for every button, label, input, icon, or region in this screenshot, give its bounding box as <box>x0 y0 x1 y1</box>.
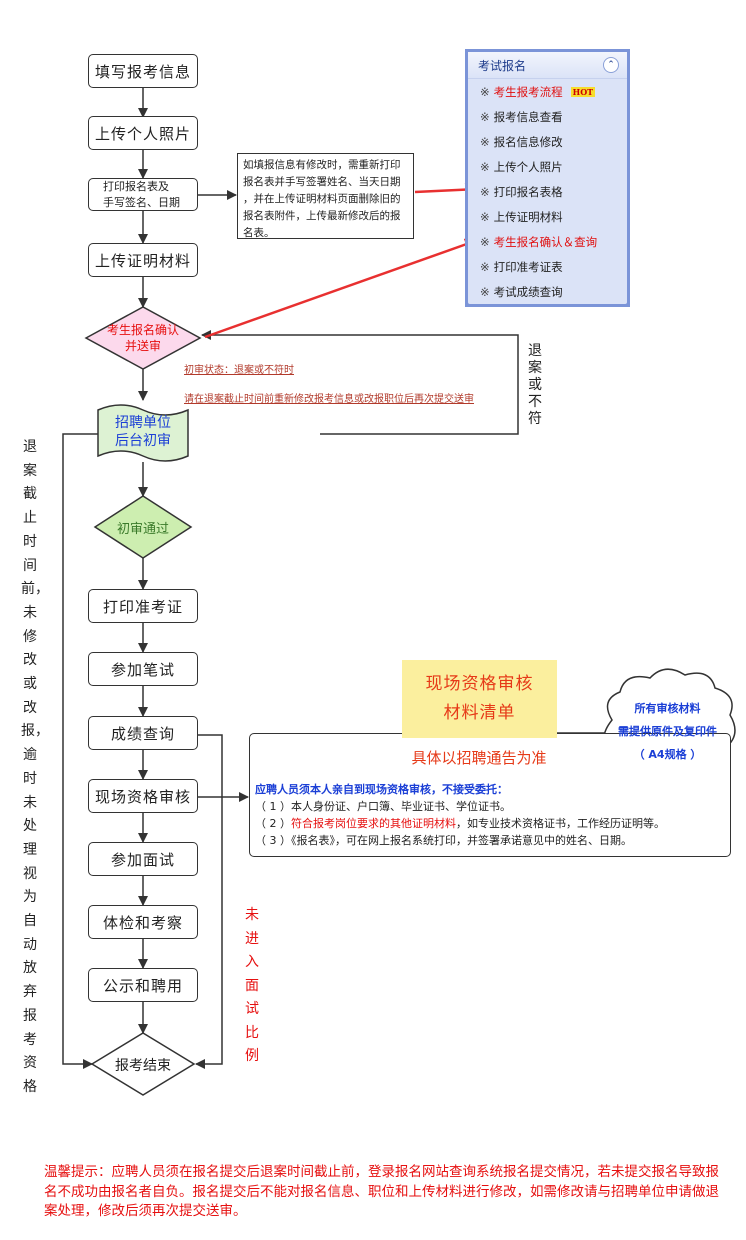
bullet-icon: ※ <box>480 284 490 299</box>
return-label: 退案或不符 <box>528 343 542 427</box>
step-label: 成绩查询 <box>110 724 175 743</box>
item-label: 考生报考流程 <box>493 84 563 99</box>
item-suffix: ，如专业技术资格证书，工作经历证明等。 <box>456 817 665 830</box>
step-interview: 参加面试 <box>88 842 198 876</box>
bullet-icon: ※ <box>480 259 490 274</box>
bullet-icon: ※ <box>480 184 490 199</box>
step-label: 参加笔试 <box>110 660 175 679</box>
cloud-line: 所有审核材料 <box>634 702 701 715</box>
panel-title: 考试报名 <box>478 58 527 73</box>
item-label: 上传证明材料 <box>493 209 563 224</box>
panel-item-view-info[interactable]: ※报考信息查看 <box>468 104 627 129</box>
title-line: 现场资格审核 <box>425 674 534 694</box>
title-line: 材料清单 <box>443 703 516 723</box>
item-label: 打印准考证表 <box>493 259 563 274</box>
bullet-icon: ※ <box>480 159 490 174</box>
step-upload-proof: 上传证明材料 <box>88 243 198 277</box>
step-label: 现场资格审核 <box>94 787 191 806</box>
panel-item-upload-proof[interactable]: ※上传证明材料 <box>468 204 627 229</box>
cloud-line: 需提供原件及复印件 <box>618 725 717 738</box>
step-print-form: 打印报名表及 手写签名、日期 <box>88 178 198 211</box>
item-label: 打印报名表格 <box>493 184 563 199</box>
step-label: 填写报考信息 <box>94 62 191 81</box>
step-publicize-hire: 公示和聘用 <box>88 968 198 1002</box>
item-label: 报考信息查看 <box>493 109 563 124</box>
note-line: 报名表并手写签署姓名、当天日期 <box>243 176 401 188</box>
resubmit-note: 请在退案截止时间前重新修改报考信息或改报职位后再次提交送审 <box>184 394 474 405</box>
review-passed-label: 初审通过 <box>116 522 169 537</box>
print-note: 如填报信息有修改时，需重新打印 报名表并手写签署姓名、当天日期 ，并在上传证明材… <box>237 153 414 239</box>
item-label: 报名信息修改 <box>493 134 563 149</box>
note-line: ，并在上传证明材料页面删除旧的 <box>243 193 401 205</box>
materials-subtitle: 具体以招聘通告为准 <box>411 749 547 767</box>
label-line: 后台初审 <box>115 433 171 449</box>
step-label: 体检和考察 <box>102 913 183 932</box>
step-upload-photo: 上传个人照片 <box>88 116 198 150</box>
materials-intro: 应聘人员须本人亲自到现场资格审核，不接受委托： <box>255 783 508 796</box>
materials-item-3: （ 3 ）《报名表》，可在网上报名系统打印，并签署承诺意见中的姓名、日期。 <box>255 834 632 847</box>
item-label: 上传个人照片 <box>493 159 563 174</box>
materials-item-2: （ 2 ）符合报考岗位要求的其他证明材料，如专业技术资格证书，工作经历证明等。 <box>250 815 730 832</box>
item-prefix: （ 2 ） <box>255 817 291 830</box>
materials-detail-box: 应聘人员须本人亲自到现场资格审核，不接受委托： （ 1 ）本人身份证、户口簿、毕… <box>249 733 731 857</box>
end-label: 报考结束 <box>115 1058 171 1074</box>
label-line: 考生报名确认 <box>106 323 179 337</box>
bullet-icon: ※ <box>480 84 490 99</box>
panel-item-print-form[interactable]: ※打印报名表格 <box>468 179 627 204</box>
step-label: 上传证明材料 <box>94 251 191 270</box>
collapse-icon[interactable]: ⌃ <box>603 57 619 73</box>
panel-header: 考试报名 ⌃ <box>468 52 627 79</box>
step-print-admission: 打印准考证 <box>88 589 198 623</box>
no-interview-label: 未进入面试比例 <box>245 907 259 1064</box>
step-label-line: 打印报名表及 <box>103 179 169 193</box>
bullet-icon: ※ <box>480 134 490 149</box>
left-loop-label: 退案截止时间前，未修改或改报，逾时未处理视为自动放弃报考资格 <box>21 439 49 1095</box>
bullet-icon: ※ <box>480 109 490 124</box>
materials-item-1: （ 1 ）本人身份证、户口簿、毕业证书、学位证书。 <box>255 800 511 813</box>
note-line: 如填报信息有修改时，需重新打印 <box>243 159 401 171</box>
warm-tip: 温馨提示：应聘人员须在报名提交后退案时间截止前，登录报名网站查询系统报名提交情况… <box>44 1164 719 1219</box>
step-fill-info: 填写报考信息 <box>88 54 198 88</box>
materials-title-note: 现场资格审核 材料清单 <box>402 660 557 738</box>
step-onsite-review: 现场资格审核 <box>88 779 198 813</box>
panel-item-upload-photo[interactable]: ※上传个人照片 <box>468 154 627 179</box>
item-label: 考试成绩查询 <box>493 284 563 299</box>
panel-item-confirm-query[interactable]: ※考生报名确认＆查询 <box>468 229 627 254</box>
step-label-line: 手写签名、日期 <box>103 195 180 209</box>
hot-badge: HOT <box>570 86 596 97</box>
panel-item-edit-info[interactable]: ※报名信息修改 <box>468 129 627 154</box>
confirm-submit-label: 考生报名确认 并送审 <box>86 322 200 354</box>
step-score-query: 成绩查询 <box>88 716 198 750</box>
bullet-icon: ※ <box>480 234 490 249</box>
bullet-icon: ※ <box>480 209 490 224</box>
label-line: 招聘单位 <box>115 415 171 431</box>
step-physical-exam: 体检和考察 <box>88 905 198 939</box>
item-highlight: 符合报考岗位要求的其他证明材料 <box>291 817 456 830</box>
panel-item-score-query[interactable]: ※考试成绩查询 <box>468 279 627 304</box>
step-label: 公示和聘用 <box>102 976 183 995</box>
panel-item-flow[interactable]: ※考生报考流程 HOT <box>468 79 627 104</box>
cloud-line: （ A4规格 ） <box>633 748 702 761</box>
step-written-exam: 参加笔试 <box>88 652 198 686</box>
step-label: 参加面试 <box>110 850 175 869</box>
cloud-note: 所有审核材料 需提供原件及复印件 （ A4规格 ） <box>600 697 735 766</box>
initial-review-label: 招聘单位 后台初审 <box>98 414 188 450</box>
note-line: 名表。 <box>243 227 275 239</box>
step-label: 上传个人照片 <box>94 124 191 143</box>
panel-item-print-admission[interactable]: ※打印准考证表 <box>468 254 627 279</box>
note-line: 报名表附件，上传最新修改后的报 <box>243 210 401 222</box>
item-label: 考生报名确认＆查询 <box>493 234 598 249</box>
label-line: 并送审 <box>124 339 161 353</box>
review-status-note: 初审状态：退案或不符时 <box>184 365 294 376</box>
step-label: 打印准考证 <box>102 597 183 616</box>
